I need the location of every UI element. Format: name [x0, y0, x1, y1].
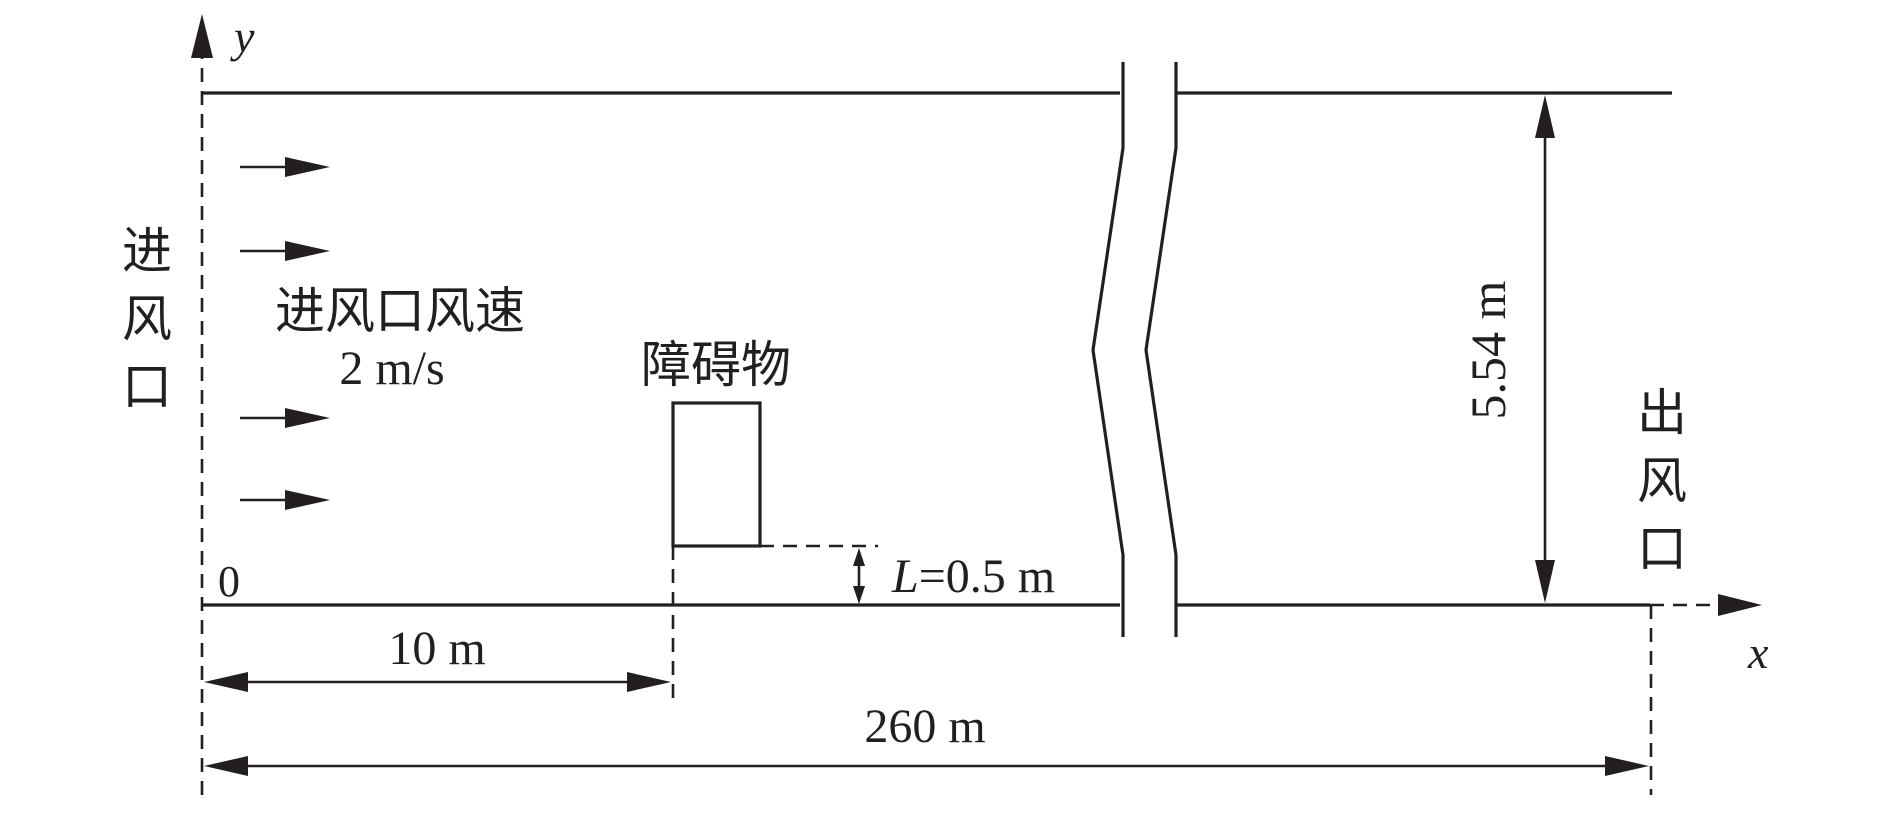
height-dimension: [1535, 95, 1555, 603]
outlet-label: 出 风 口: [1637, 385, 1687, 577]
inlet-label-char: 口: [122, 359, 172, 415]
outlet-label-char: 出: [1637, 385, 1687, 441]
origin-label: 0: [218, 557, 240, 606]
gap-symbol: L: [891, 550, 919, 603]
height-label: 5.54 m: [1460, 280, 1516, 419]
inlet-label-char: 风: [122, 291, 172, 347]
total-length-dimension: [204, 605, 1653, 795]
obstacle-distance-label: 10 m: [388, 622, 485, 675]
total-length-label: 260 m: [864, 700, 985, 753]
obstacle-block: [671, 401, 762, 548]
gap-dimension: [760, 544, 878, 604]
inlet-label-char: 进: [122, 223, 172, 279]
y-axis: [191, 14, 213, 795]
flow-arrow: [240, 408, 330, 428]
gap-label: L=0.5 m: [891, 550, 1055, 603]
gap-value: =0.5 m: [919, 550, 1055, 603]
outlet-label-char: 风: [1637, 453, 1687, 509]
inlet-speed-title: 进风口风速: [275, 283, 525, 339]
inlet-label: 进 风 口: [122, 223, 172, 415]
x-axis: [1650, 594, 1762, 616]
flow-arrow: [240, 157, 330, 177]
flow-arrow: [240, 241, 330, 261]
y-axis-label: y: [230, 11, 255, 62]
obstacle-label: 障碍物: [641, 337, 791, 393]
break-symbol: [1091, 62, 1178, 637]
inlet-speed-value: 2 m/s: [339, 342, 444, 395]
obstacle-distance-dimension: [204, 546, 675, 700]
x-axis-label: x: [1747, 627, 1769, 678]
flow-arrow: [240, 490, 330, 510]
inlet-flow-arrows: [240, 157, 330, 510]
outlet-label-char: 口: [1637, 521, 1687, 577]
